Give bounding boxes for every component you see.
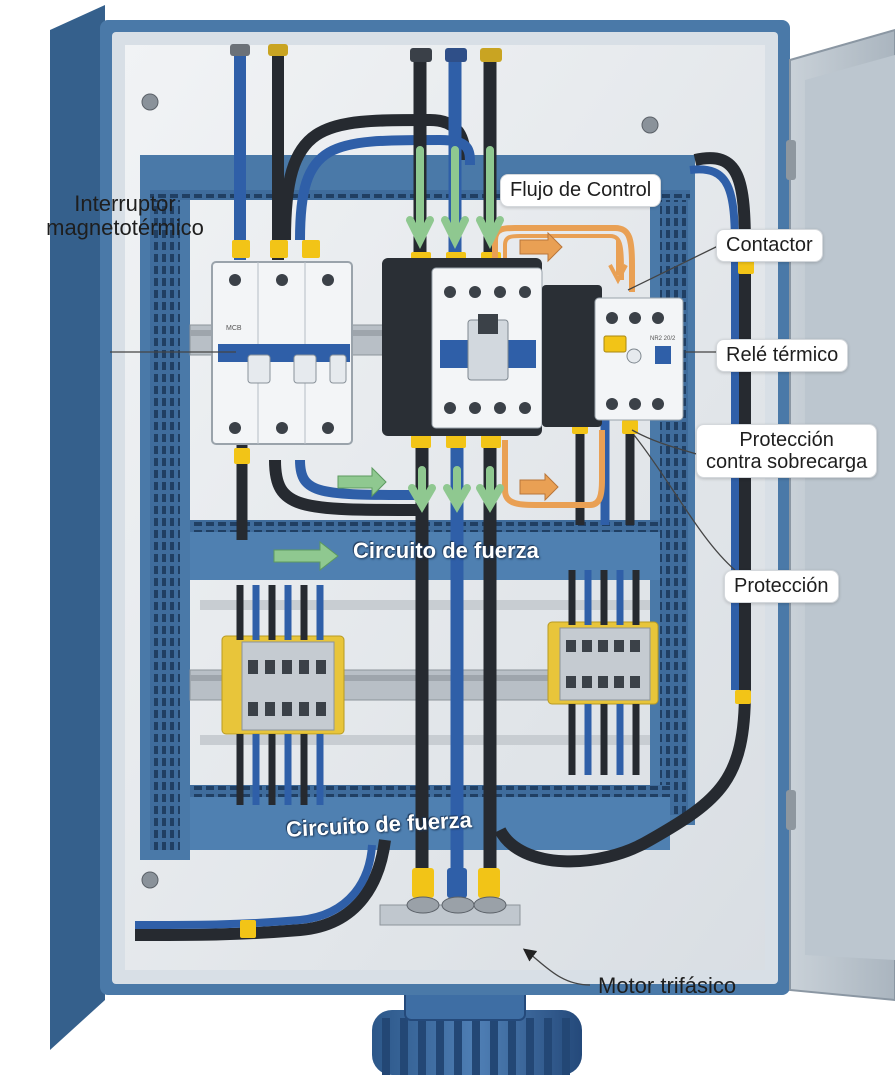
- overload-label-line2: contra sobrecarga: [706, 451, 868, 473]
- cable-glands: [379, 896, 521, 926]
- flow-arrows: [273, 146, 628, 572]
- circuit-breaker: MCB: [211, 261, 353, 445]
- thermal-relay-label: Relé térmico: [716, 339, 849, 372]
- terminal-block-right: [547, 621, 659, 705]
- leader-lines: [110, 244, 736, 986]
- relay-marking: NR2 20/2: [650, 336, 676, 342]
- power-circuit-upper-label: Circuito de fuerza: [353, 538, 539, 563]
- motor-label: Motor trifásico: [598, 973, 737, 998]
- breaker-label: Interruptor magnetotérmico: [20, 192, 230, 240]
- terminal-block-left: [221, 635, 345, 735]
- protection-label: Protección: [724, 570, 839, 603]
- control-flow-label: Flujo de Control: [500, 174, 662, 207]
- cabinet-door: [786, 28, 895, 1002]
- breaker-marking: MCB: [226, 325, 242, 332]
- breaker-label-line1: Interruptor: [74, 191, 176, 216]
- overload-label: Protección contra sobrecarga: [696, 424, 878, 478]
- contactor: [382, 258, 543, 436]
- thermal-relay: NR2 20/2: [542, 285, 684, 427]
- terminal-wires: [236, 570, 640, 805]
- contactor-label: Contactor: [716, 229, 823, 262]
- breaker-label-line2: magnetotérmico: [46, 215, 204, 240]
- overload-label-line1: Protección: [739, 429, 834, 451]
